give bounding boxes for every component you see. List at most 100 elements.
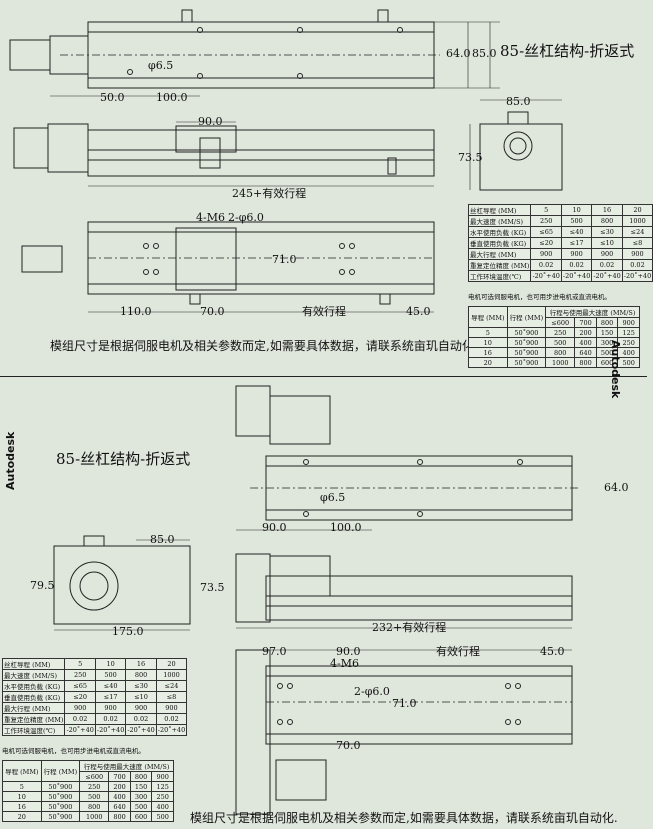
speed-cell: 16: [468, 347, 508, 358]
spec-cell: 水平使用负载 (KG): [467, 226, 532, 238]
spec-cell: ≤10: [125, 691, 157, 703]
spec-cell: ≤30: [591, 226, 623, 238]
spec-cell: 0.02: [621, 259, 653, 271]
spec-cell: 900: [125, 702, 157, 714]
speed-header-cell: 行程 (MM): [506, 306, 547, 328]
dim-50: 50.0: [100, 91, 125, 104]
bottom-spec-footer: 电机可选伺服电机，也可用步进电机或直流电机。: [2, 747, 145, 755]
spec-cell: 10: [94, 658, 127, 670]
spec-cell: ≤8: [621, 237, 653, 249]
speed-cell: 640: [574, 347, 597, 358]
speed-cell: 500: [79, 791, 110, 802]
dim-85: 85.0: [472, 47, 497, 60]
title-bottom: 85-丝杠结构-折返式: [56, 450, 191, 468]
spec-cell: 500: [94, 669, 127, 681]
spec-cell: 水平使用负载 (KG): [1, 680, 66, 692]
speed-cell: 50˚900: [506, 347, 547, 358]
speed-cell: 500: [617, 357, 640, 368]
speed-cell: 250: [545, 327, 576, 338]
spec-cell: ≤65: [64, 680, 96, 692]
spec-cell: ≤65: [530, 226, 562, 238]
spec-row: 垂直使用负载 (KG)≤20≤17≤10≤8: [1, 691, 188, 703]
spec-cell: ≤40: [94, 680, 127, 692]
speed-sub-cell: 900: [617, 317, 640, 328]
spec-cell: -20˚+40: [560, 270, 593, 282]
speed-cell: 400: [574, 337, 597, 348]
speed-cell: 200: [574, 327, 597, 338]
dim-4-m6-b: 4-M6: [330, 657, 359, 670]
spec-cell: 最大行程 (MM): [467, 248, 532, 260]
speed-cell: 800: [79, 801, 110, 812]
spec-cell: 20: [621, 204, 653, 216]
spec-cell: -20˚+40: [591, 270, 623, 282]
speed-sub-cell: ≤600: [545, 317, 576, 328]
spec-cell: 工作环境温度(℃): [467, 270, 532, 282]
spec-cell: 900: [591, 248, 623, 260]
dim-73-5: 73.5: [458, 151, 483, 164]
dim-stroke-b: 有效行程: [436, 645, 480, 658]
spec-cell: ≤17: [560, 237, 593, 249]
spec-cell: ≤17: [94, 691, 127, 703]
dim-stroke: 有效行程: [302, 305, 346, 318]
spec-cell: 0.02: [560, 259, 593, 271]
spec-cell: 工作环境温度(℃): [1, 724, 66, 736]
panel-divider: [0, 376, 647, 377]
spec-cell: 900: [155, 702, 188, 714]
spec-cell: 最大速度 (MM/S): [1, 669, 66, 681]
spec-cell: -20˚+40: [621, 270, 653, 282]
speed-header-cell: 行程 (MM): [40, 760, 81, 782]
speed-cell: 150: [129, 781, 153, 792]
dim-71-b: 71.0: [392, 697, 417, 710]
speed-cell: 250: [79, 781, 110, 792]
spec-cell: 0.02: [125, 713, 157, 725]
spec-cell: 重复定位精度 (MM): [1, 713, 66, 725]
dim-90-b: 90.0: [262, 521, 287, 534]
dim-85-end: 85.0: [506, 95, 531, 108]
dim-73-5-b: 73.5: [200, 581, 225, 594]
speed-cell: 10: [468, 337, 508, 348]
speed-cell: 300: [129, 791, 153, 802]
speed-cell: 400: [108, 791, 131, 802]
spec-cell: 最大行程 (MM): [1, 702, 66, 714]
speed-cell: 50˚900: [40, 791, 81, 802]
speed-header-cell: 行程与使用最大速度 (MM/S): [545, 306, 640, 318]
spec-cell: 16: [591, 204, 623, 216]
spec-cell: 1000: [155, 669, 188, 681]
spec-cell: 垂直使用负载 (KG): [467, 237, 532, 249]
spec-cell: 900: [530, 248, 562, 260]
speed-cell: 1000: [79, 811, 110, 822]
speed-sub-cell: ≤600: [79, 771, 110, 782]
dim-stroke-245: 245+有效行程: [232, 187, 307, 200]
spec-cell: ≤8: [155, 691, 188, 703]
spec-cell: 重复定位精度 (MM): [467, 259, 532, 271]
dim-45: 45.0: [406, 305, 431, 318]
dim-70: 70.0: [200, 305, 225, 318]
speed-cell: 200: [108, 781, 131, 792]
speed-cell: 20: [468, 357, 508, 368]
spec-cell: 800: [591, 215, 623, 227]
speed-sub-cell: 700: [574, 317, 597, 328]
spec-cell: 900: [64, 702, 96, 714]
speed-header-cell: 导程 (MM): [468, 306, 508, 328]
speed-cell: 50˚900: [40, 781, 81, 792]
spec-cell: 800: [125, 669, 157, 681]
speed-cell: 50˚900: [506, 327, 547, 338]
spec-cell: 丝杠导程 (MM): [1, 658, 66, 670]
spec-cell: ≤30: [125, 680, 157, 692]
spec-cell: 900: [621, 248, 653, 260]
speed-sub-cell: 800: [595, 317, 619, 328]
dim-2-phi6: 2-φ6.0: [228, 211, 264, 224]
title-top: 85-丝杠结构-折返式: [500, 42, 635, 60]
dim-71: 71.0: [272, 253, 297, 266]
